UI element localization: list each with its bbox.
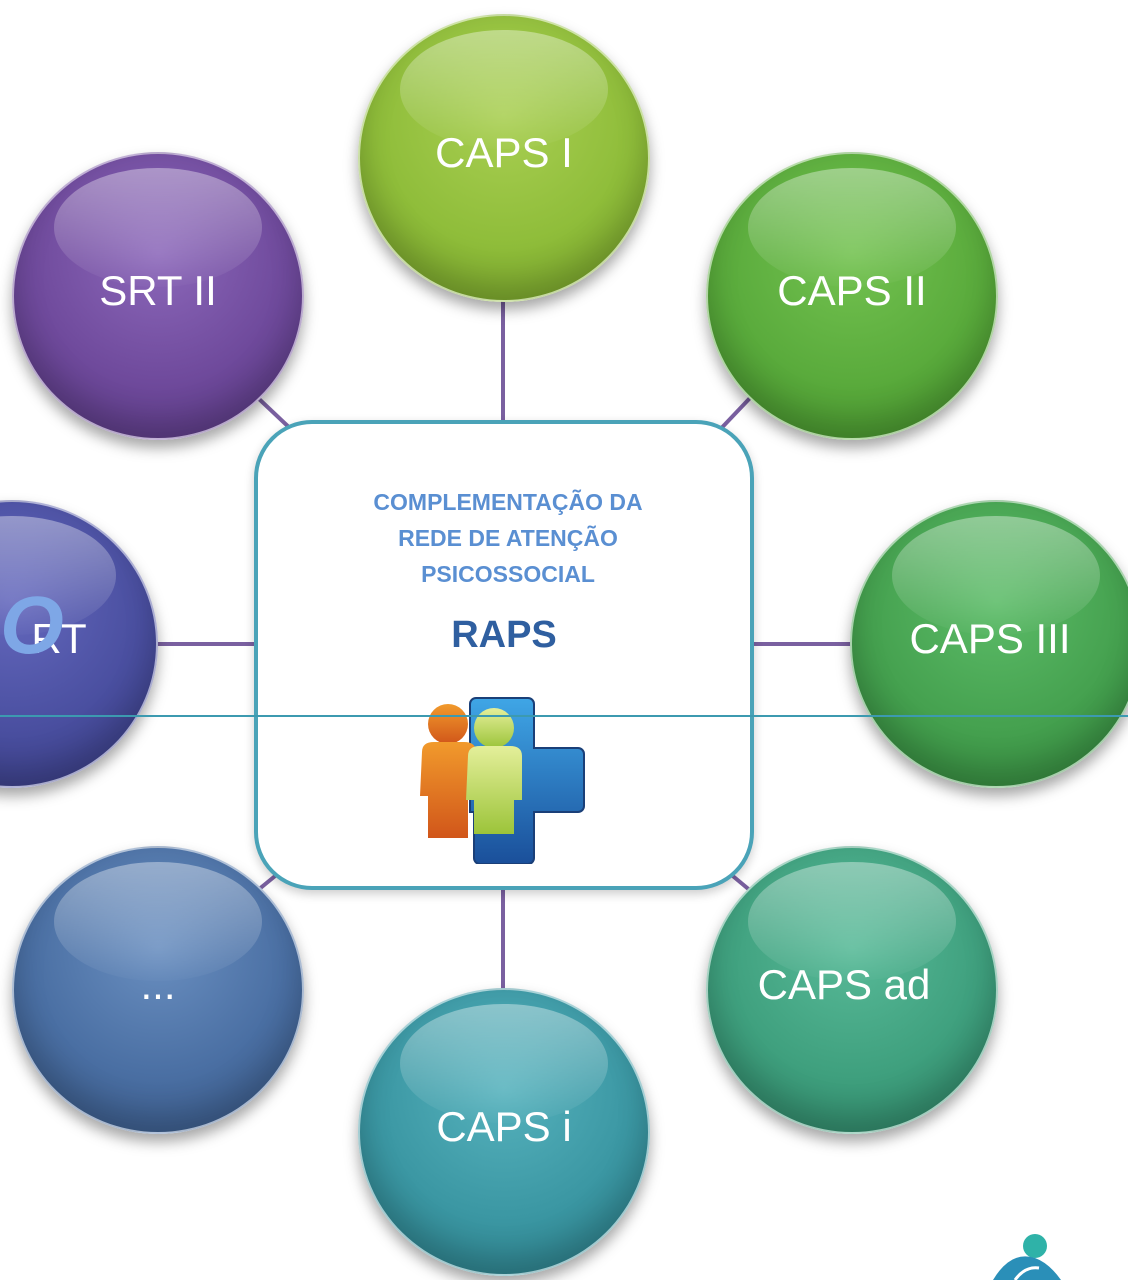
center-acronym: RAPS	[451, 614, 557, 656]
organization-logo-icon	[993, 1234, 1061, 1280]
node-srt-ii: SRT II	[12, 152, 304, 440]
node-label: CAPS I	[435, 129, 573, 176]
node-label: CAPS II	[777, 267, 927, 314]
people-medical-cross-icon	[420, 697, 585, 864]
center-title: COMPLEMENTAÇÃO DA REDE DE ATENÇÃO PSICOS…	[308, 484, 708, 592]
center-box: COMPLEMENTAÇÃO DA REDE DE ATENÇÃO PSICOS…	[254, 420, 754, 890]
overlay-letter: O	[0, 580, 64, 671]
node-ellipsis: ...	[12, 846, 304, 1134]
horizontal-divider-line	[0, 715, 1128, 717]
node-caps-i-infantil: CAPS i	[358, 988, 650, 1276]
node-label: SRT II	[99, 267, 217, 314]
node-label: CAPS ad	[757, 961, 931, 1008]
node-label: RT	[31, 615, 87, 662]
node-caps-i: CAPS I	[358, 14, 650, 302]
center-title-line: REDE DE ATENÇÃO	[398, 525, 618, 551]
node-caps-ad: CAPS ad	[706, 846, 998, 1134]
node-caps-ii: CAPS II	[706, 152, 998, 440]
center-title-line: PSICOSSOCIAL	[421, 561, 595, 587]
node-label: ...	[140, 961, 176, 1008]
node-label: CAPS i	[436, 1103, 572, 1150]
node-caps-iii: CAPS III	[850, 500, 1128, 788]
node-label: CAPS III	[909, 615, 1071, 662]
center-title-line: COMPLEMENTAÇÃO DA	[373, 489, 643, 515]
